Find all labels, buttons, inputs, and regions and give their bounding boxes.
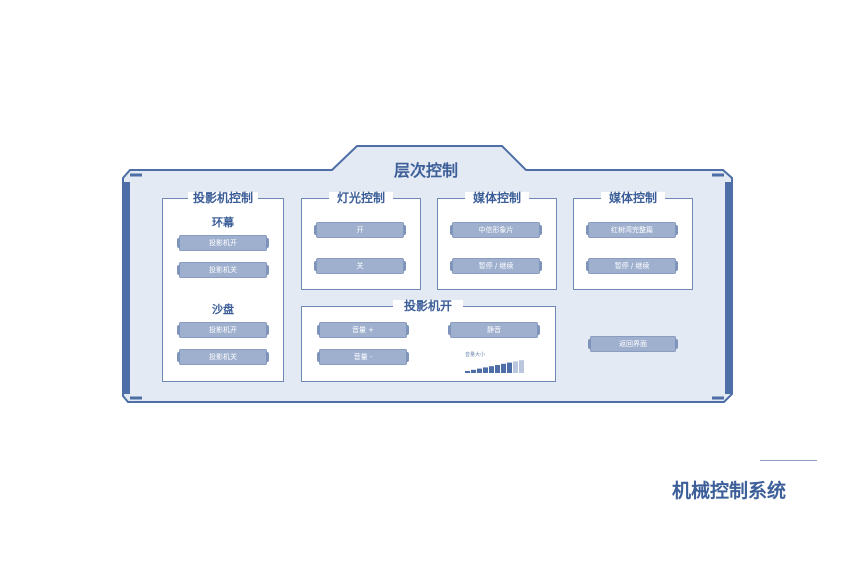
volume-label: 音量大小 [465, 352, 486, 358]
sand-projector-off-button[interactable]: 投影机关 [177, 349, 269, 365]
light-control-title: 灯光控制 [329, 192, 393, 204]
brand-divider [760, 460, 817, 461]
volume-bar[interactable] [495, 365, 500, 373]
volume-down-button[interactable]: 音量 - [317, 349, 409, 365]
group-label-sand-table: 沙盘 [212, 303, 234, 316]
light-on-button[interactable]: 开 [314, 222, 406, 238]
volume-bar[interactable] [489, 366, 494, 373]
light-off-button[interactable]: 关 [314, 258, 406, 274]
media1-play-button[interactable]: 中信形象片 [450, 222, 542, 238]
light-control-panel [301, 198, 421, 290]
volume-bar[interactable] [483, 367, 488, 373]
media-control-title-1: 媒体控制 [465, 192, 529, 204]
volume-level-meter[interactable] [465, 359, 525, 373]
sand-projector-on-button[interactable]: 投影机开 [177, 322, 269, 338]
ring-projector-on-button[interactable]: 投影机开 [177, 235, 269, 251]
frame-right-rail [725, 182, 731, 394]
return-button[interactable]: 返回界面 [588, 336, 678, 352]
media-control-panel-1 [437, 198, 557, 290]
media-control-title-2: 媒体控制 [601, 192, 665, 204]
page-title: 层次控制 [393, 161, 458, 180]
volume-bar[interactable] [519, 360, 524, 373]
frame-left-rail [124, 182, 130, 394]
volume-bar[interactable] [501, 363, 506, 373]
projector-control-title: 投影机控制 [188, 192, 258, 204]
media1-pause-resume-button[interactable]: 暂停 / 继续 [450, 258, 542, 274]
volume-bar[interactable] [507, 362, 512, 373]
mute-button[interactable]: 静音 [448, 322, 540, 338]
projector-on-title: 投影机开 [393, 300, 463, 312]
volume-up-button[interactable]: 音量 + [317, 322, 409, 338]
volume-bar[interactable] [513, 361, 518, 373]
volume-bar[interactable] [471, 369, 476, 373]
volume-bar[interactable] [477, 368, 482, 373]
media2-play-button[interactable]: 红树湾完整篇 [586, 222, 678, 238]
group-label-ring-screen: 环幕 [212, 216, 234, 229]
volume-bar[interactable] [465, 371, 470, 373]
ring-projector-off-button[interactable]: 投影机关 [177, 262, 269, 278]
media2-pause-resume-button[interactable]: 暂停 / 继续 [586, 258, 678, 274]
brand-title: 机械控制系统 [672, 480, 787, 502]
media-control-panel-2 [573, 198, 693, 290]
